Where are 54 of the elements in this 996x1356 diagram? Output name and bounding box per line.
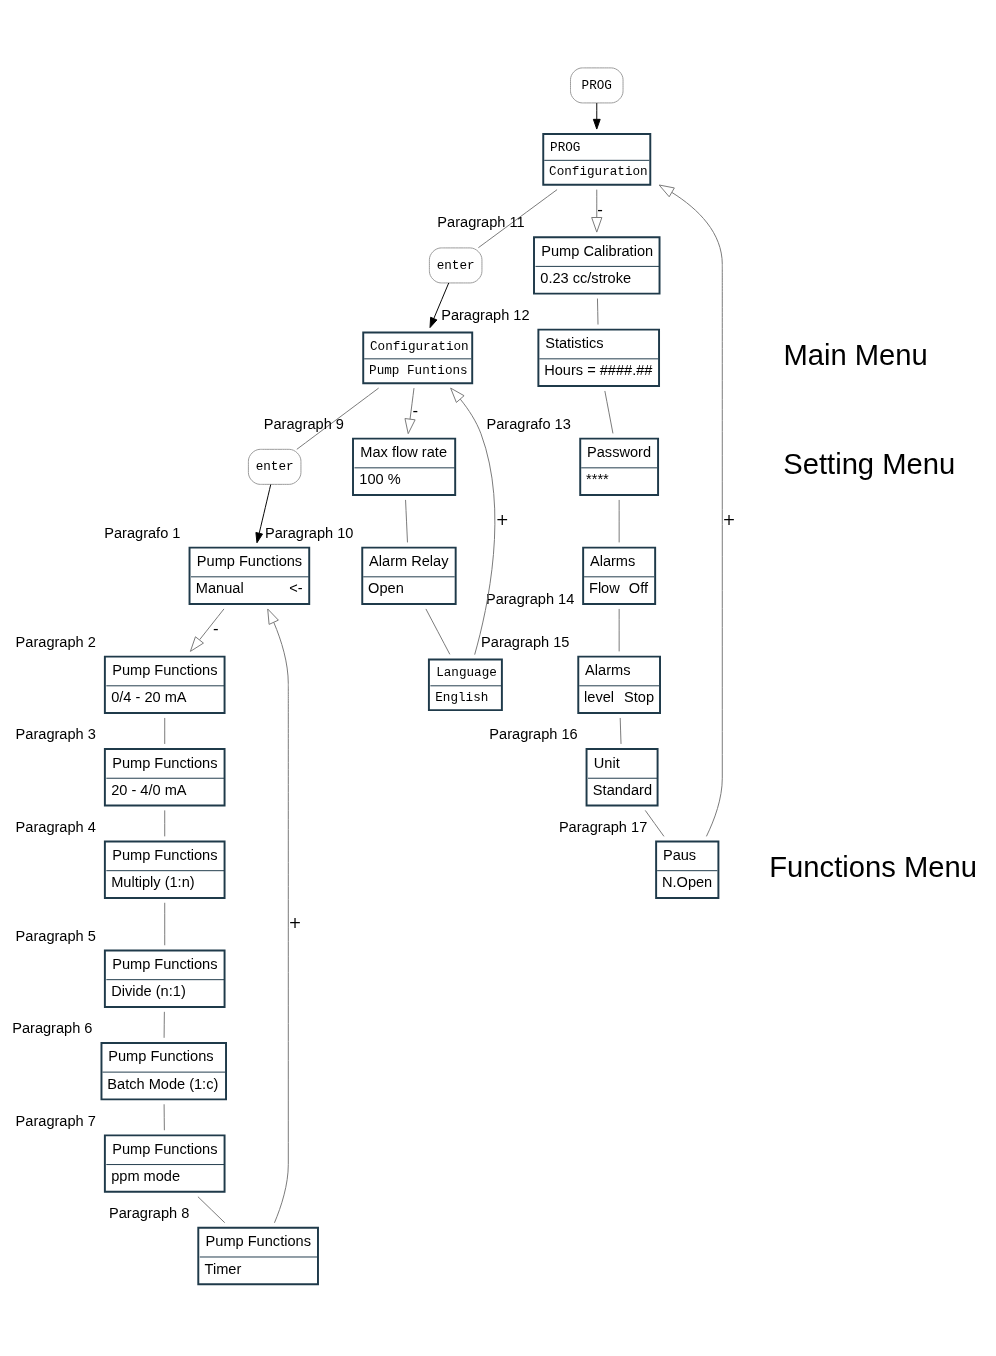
node-label: Paragrafo 13 [486,415,571,432]
node-label: Paragraph 9 [263,415,344,432]
connector [163,1103,165,1131]
node-label: Paragraph 3 [15,725,96,742]
arrow [450,387,496,655]
edge-label: - [597,200,603,219]
arrow [267,608,289,1223]
connector [405,498,408,543]
arrow [591,188,603,233]
connector [619,716,622,744]
node-label: Paragraph 17 [558,818,648,835]
connector [164,716,166,744]
edge-label: - [412,401,419,420]
label: Functions Menu [769,850,977,883]
connector [197,1195,226,1223]
node-label: Paragraph 12 [441,306,530,323]
arrow [658,184,723,837]
arrow [404,387,416,434]
node-box: PROG [570,66,624,103]
connector [477,188,558,248]
connector [296,387,380,450]
connector [164,901,166,946]
node-label: Paragraph 10 [265,524,354,541]
edge-label: + [722,510,736,529]
node-box: enter [247,448,302,485]
node-label: Paragraph 8 [109,1204,190,1221]
connector [596,297,599,325]
node-label: Paragraph 4 [15,818,96,835]
node-label: Paragraph 2 [15,633,96,650]
node-label: Paragraph 7 [15,1112,96,1129]
connector [425,607,451,655]
node-label: Paragrafo 1 [104,524,181,541]
connector [604,389,614,434]
node-label: Paragraph 16 [489,725,578,742]
arrow [592,102,601,130]
arrow [255,483,272,543]
connector [618,498,620,543]
label: Main Menu [783,338,928,371]
node-label: Paragraph 14 [485,590,575,607]
node-label: Paragraph 5 [15,927,96,944]
node-label: Paragraph 6 [12,1019,93,1036]
edge-label: - [212,619,219,638]
connector [618,607,620,652]
connector [163,1010,165,1038]
label: Setting Menu [783,447,956,480]
connector [644,809,665,837]
node-label: Paragraph 11 [437,213,525,230]
edge-label: + [495,510,509,529]
node-label: Paragraph 15 [481,633,570,650]
edge-label: + [288,913,302,932]
connector [164,809,166,837]
arrow [429,282,450,328]
node-box: enter [428,246,483,283]
arrow [189,607,225,652]
